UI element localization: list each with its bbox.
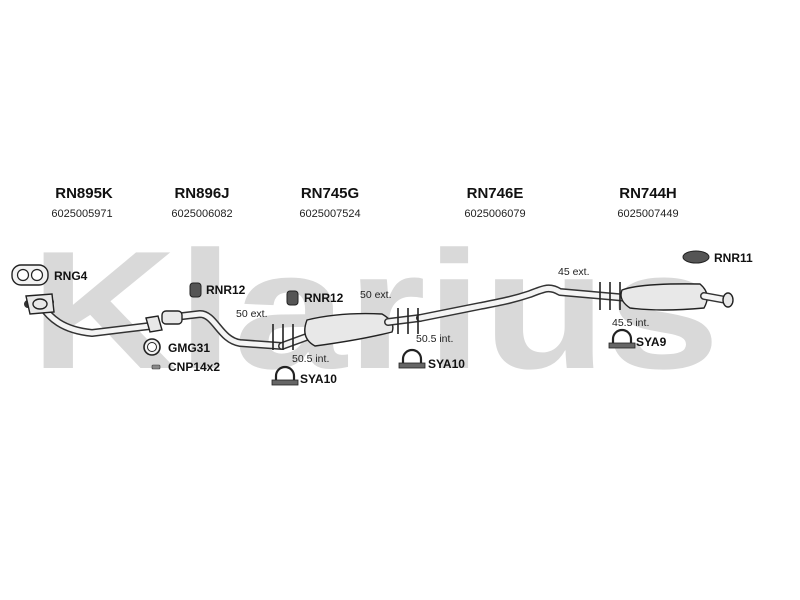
dimension-label: 45.5 int. xyxy=(612,317,649,329)
joint-marker xyxy=(272,324,294,350)
dimension-label: 50.5 int. xyxy=(416,333,453,345)
part-label-5: RN744H 6025007449 xyxy=(617,185,678,220)
part-code: RN744H xyxy=(619,185,677,202)
centre-silencer-drawing xyxy=(278,312,424,350)
part-number: 6025005971 xyxy=(51,208,112,220)
nut-cnp14x2-icon xyxy=(151,364,161,370)
rear-pipe-drawing xyxy=(416,284,632,322)
part-code: RN746E xyxy=(467,185,524,202)
dimension-label: 50.5 int. xyxy=(292,353,329,365)
clamp-sya9-icon xyxy=(608,328,636,349)
accessory-cnp14x2-label: CNP14x2 xyxy=(168,360,220,374)
part-number: 6025006079 xyxy=(464,208,525,220)
accessory-rng4-label: RNG4 xyxy=(54,269,88,283)
accessory-sya10-label: SYA10 xyxy=(428,357,465,371)
clamp-sya10-icon xyxy=(271,365,299,386)
part-code: RN745G xyxy=(301,185,359,202)
part-code: RN896J xyxy=(174,185,229,202)
part-code: RN895K xyxy=(55,185,113,202)
accessory-sya10-label: SYA10 xyxy=(300,372,337,386)
watermark-logo: Klarius xyxy=(30,216,720,404)
part-number: 6025007449 xyxy=(617,208,678,220)
joint-marker xyxy=(397,308,419,334)
part-label-3: RN745G 6025007524 xyxy=(299,185,360,220)
accessory-rnr12-label: RNR12 xyxy=(304,291,344,305)
accessory-rnr11-label: RNR11 xyxy=(714,251,753,265)
dimension-label: 50 ext. xyxy=(360,289,392,301)
rubber-mount-rnr12-icon xyxy=(189,282,202,298)
rubber-mount-rnr11-icon xyxy=(682,250,710,264)
accessory-rnr12-label: RNR12 xyxy=(206,283,246,297)
gasket-rng4-icon xyxy=(11,264,49,286)
part-number: 6025007524 xyxy=(299,208,360,220)
clamp-sya10-icon xyxy=(398,348,426,369)
part-label-1: RN895K 6025005971 xyxy=(51,185,113,220)
gasket-gmg31-icon xyxy=(143,338,161,356)
dimension-label: 45 ext. xyxy=(558,266,590,278)
dimension-label: 50 ext. xyxy=(236,308,268,320)
accessory-sya9-label: SYA9 xyxy=(636,335,667,349)
rubber-mount-rnr12-icon xyxy=(286,290,299,306)
joint-marker xyxy=(599,282,621,310)
part-number: 6025006082 xyxy=(171,208,232,220)
rear-silencer-drawing xyxy=(620,283,734,311)
part-label-2: RN896J 6025006082 xyxy=(171,185,232,220)
accessory-gmg31-label: GMG31 xyxy=(168,341,210,355)
front-pipe-drawing xyxy=(24,293,163,337)
part-label-4: RN746E 6025006079 xyxy=(464,185,525,220)
intermediate-pipe-drawing xyxy=(161,310,286,350)
